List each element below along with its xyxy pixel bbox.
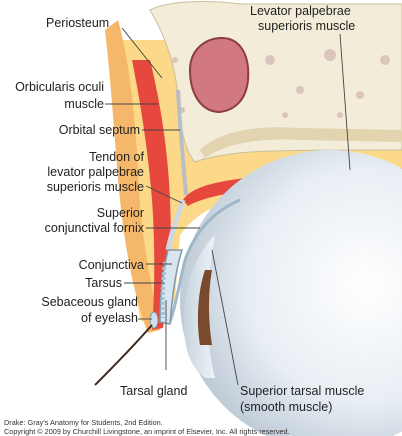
label-orbicularis-line1: Orbicularis oculi xyxy=(15,80,104,94)
label-orbicularis-line2: muscle xyxy=(64,97,104,111)
label-conjunctiva: Conjunctiva xyxy=(78,258,144,272)
credit-line2: Copyright © 2009 by Churchill Livingston… xyxy=(4,427,290,436)
bone-marrow-texture xyxy=(172,49,390,118)
eyelash xyxy=(94,324,153,386)
label-superior-tarsal-line2: (smooth muscle) xyxy=(240,400,333,414)
label-tarsus: Tarsus xyxy=(85,276,122,290)
label-fornix-line1: Superior xyxy=(96,206,144,220)
orbital-septum xyxy=(176,89,188,196)
conjunctiva-line xyxy=(168,198,241,323)
label-superior-tarsal-line1: Superior tarsal muscle xyxy=(240,384,365,398)
label-sebaceous-line1: Sebaceous gland xyxy=(41,295,138,309)
leader-lines xyxy=(105,27,351,386)
iris xyxy=(197,270,212,345)
label-tarsal-gland: Tarsal gland xyxy=(120,384,188,398)
label-tendon-line1: Tendon of xyxy=(89,150,144,164)
tarsal-gland xyxy=(160,261,167,319)
label-periosteum: Periosteum xyxy=(46,16,110,30)
orbicularis-oculi xyxy=(132,60,171,330)
eyeball xyxy=(180,150,402,436)
frontal-sinus xyxy=(188,36,250,114)
label-tendon-line2: levator palpebrae xyxy=(47,165,144,179)
label-fornix-line2: conjunctival fornix xyxy=(44,221,144,235)
credit-line1: Drake: Gray's Anatomy for Students, 2nd … xyxy=(4,418,163,427)
orbital-roof-inner xyxy=(200,127,402,158)
label-sebaceous-line2: of eyelash xyxy=(81,311,138,325)
label-orbital-septum: Orbital septum xyxy=(58,123,140,137)
eyelid-skin xyxy=(105,20,160,333)
label-tendon-line3: superioris muscle xyxy=(46,180,144,194)
levator-tendon xyxy=(165,199,186,251)
label-levator-line2: superioris muscle xyxy=(258,19,356,33)
sebaceous-gland xyxy=(149,311,159,329)
label-levator-line1: Levator palpebrae xyxy=(250,4,351,18)
